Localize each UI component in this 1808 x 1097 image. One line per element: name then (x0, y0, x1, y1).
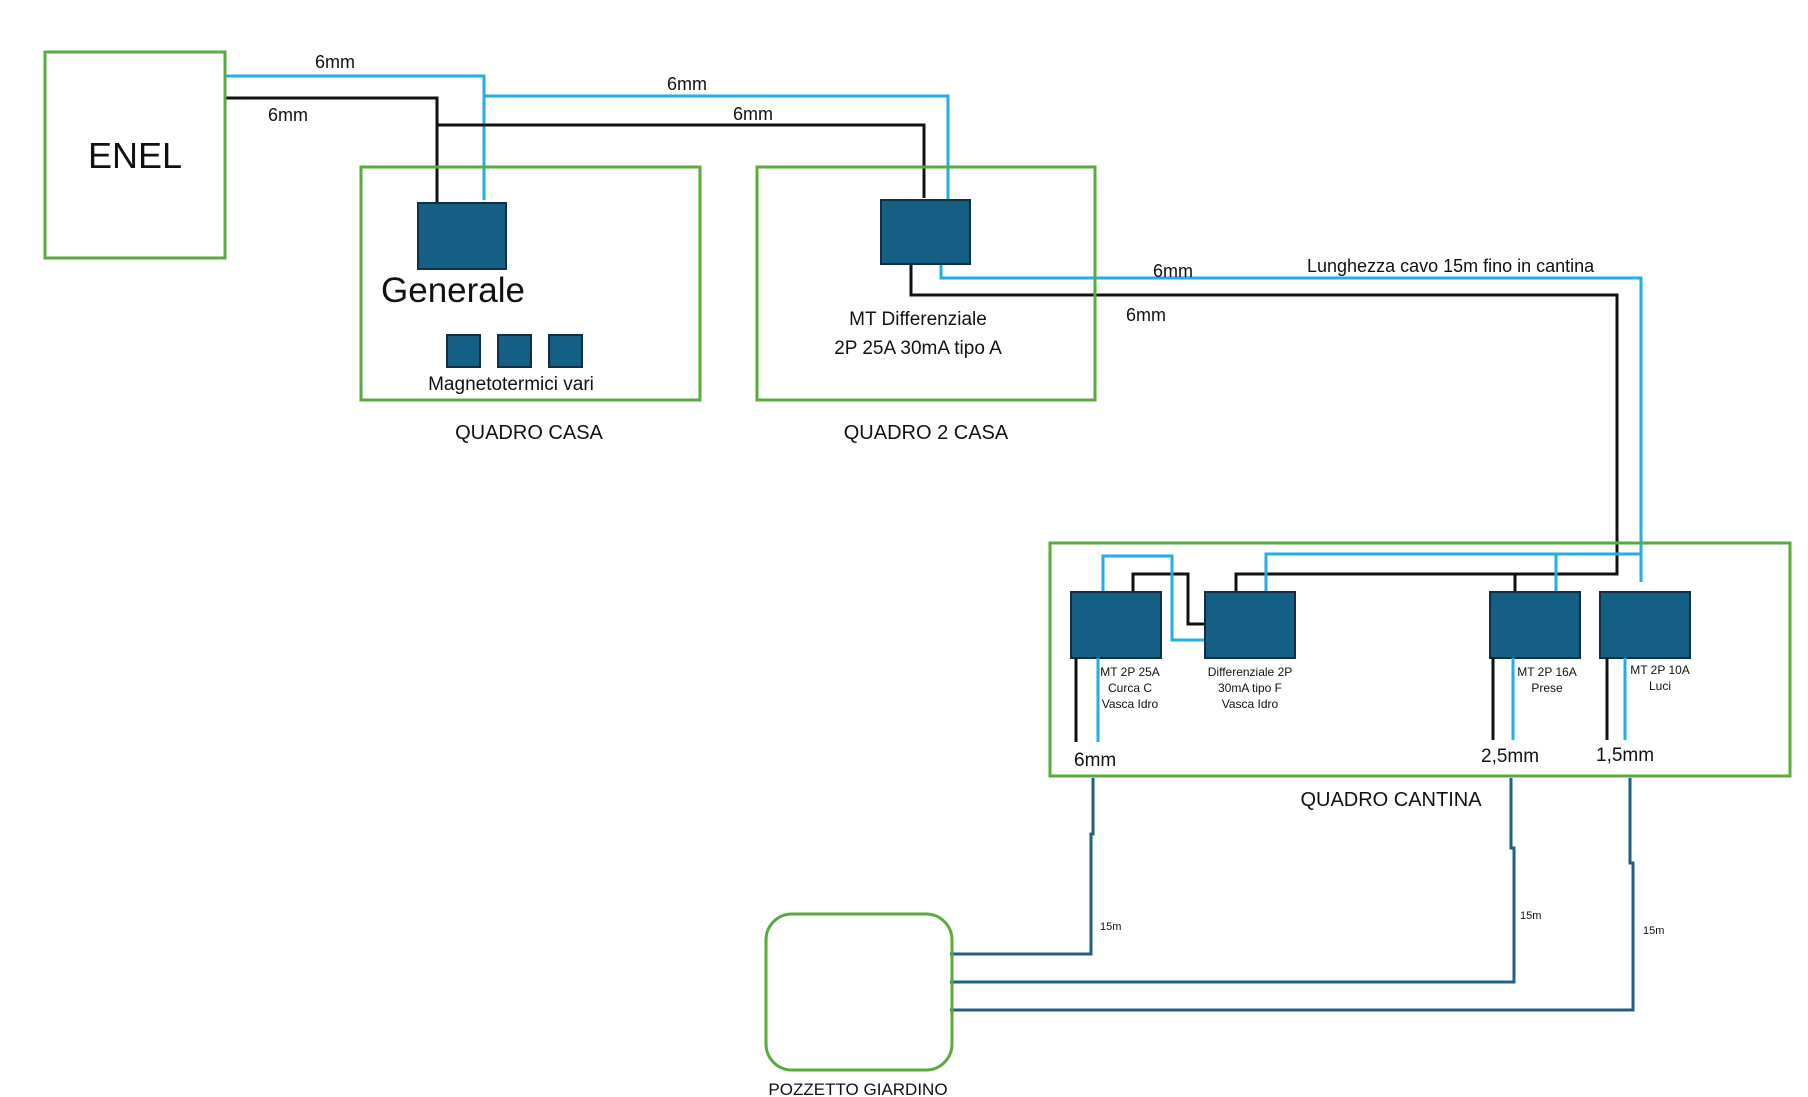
wire-label-enel-black: 6mm (268, 105, 308, 125)
wire-label-q2-black: 6mm (733, 104, 773, 124)
wire-label-q2-blue: 6mm (667, 74, 707, 94)
mt25-label-1: MT 2P 25A (1100, 665, 1160, 679)
enel-black-wire (224, 96, 439, 202)
mt10-output-size: 1,5mm (1596, 745, 1654, 766)
cantina-feed-blue (939, 265, 1643, 582)
generale-breaker (417, 202, 507, 270)
quadro-casa-box: Generale Magnetotermici vari (359, 165, 702, 402)
garden-run-1-5mm (950, 778, 1635, 1012)
mt25-label-2: Curca C (1108, 681, 1152, 695)
pozzetto-giardino-label: POZZETTO GIARDINO (768, 1080, 947, 1097)
mt-differenziale-line2: 2P 25A 30mA tipo A (834, 338, 1002, 359)
quadro-2-casa-box: MT Differenziale 2P 25A 30mA tipo A (755, 165, 1097, 402)
enel-box: ENEL (43, 50, 227, 260)
cantina-bus-blue (1264, 552, 1643, 592)
diff-label-3: Vasca Idro (1222, 697, 1279, 711)
diff-label-2: 30mA tipo F (1218, 681, 1282, 695)
garden-run-2-5mm (950, 778, 1516, 984)
garden-run-3-length: 15m (1643, 925, 1664, 937)
garden-cables: 15m 15m 15m (950, 778, 1664, 1012)
wire-label-cantina-black: 6mm (1126, 305, 1166, 325)
wire-label-cantina-blue: 6mm (1153, 261, 1193, 281)
quadro-cantina-box: MT 2P 25A Curca C Vasca Idro Differenzia… (1048, 541, 1792, 778)
quadro-casa-label: QUADRO CASA (455, 422, 603, 444)
mt25-label-3: Vasca Idro (1102, 697, 1159, 711)
mt10-label-2: Luci (1649, 679, 1671, 693)
mt16-label-2: Prese (1531, 681, 1563, 695)
mt-25a-breaker (1070, 591, 1162, 659)
mt-differenziale-breaker (880, 199, 971, 265)
mt-16a-breaker (1489, 591, 1581, 659)
garden-run-6mm (950, 778, 1095, 956)
diff-to-mt25-black (1131, 572, 1205, 626)
quadro-cantina-label: QUADRO CANTINA (1300, 789, 1482, 811)
cable-length-note: Lunghezza cavo 15m fino in cantina (1307, 256, 1595, 276)
mt-10a-breaker (1599, 591, 1691, 659)
enel-blue-wire (224, 74, 486, 200)
mt10-label-1: MT 2P 10A (1630, 663, 1690, 677)
generale-label: Generale (381, 271, 525, 310)
cantina-feed-black (909, 265, 1619, 572)
cantina-feed-wires (909, 265, 1643, 582)
wire-label-enel-blue: 6mm (315, 52, 355, 72)
enel-wires (224, 74, 950, 202)
mt-differenziale-line1: MT Differenziale (849, 309, 987, 330)
differenziale-2p-breaker (1204, 591, 1296, 659)
magnetotermici-label: Magnetotermici vari (428, 374, 594, 395)
cantina-bus-black (1234, 572, 1619, 592)
enel-label: ENEL (88, 135, 182, 176)
mt25-output-size: 6mm (1074, 750, 1116, 771)
quadro-2-casa-label: QUADRO 2 CASA (844, 422, 1009, 444)
garden-run-1-length: 15m (1100, 921, 1121, 933)
mt16-output-size: 2,5mm (1481, 746, 1539, 767)
diff-label-1: Differenziale 2P (1208, 665, 1293, 679)
magnetotermico-3 (548, 334, 583, 368)
enel-blue-branch (484, 94, 950, 200)
diff-to-mt25-blue (1101, 554, 1205, 642)
garden-run-2-length: 15m (1520, 910, 1541, 922)
magnetotermico-2 (497, 334, 532, 368)
mt16-label-1: MT 2P 16A (1517, 665, 1577, 679)
magnetotermico-1 (446, 334, 481, 368)
pozzetto-giardino-box (764, 912, 954, 1072)
enel-black-branch (437, 123, 926, 198)
